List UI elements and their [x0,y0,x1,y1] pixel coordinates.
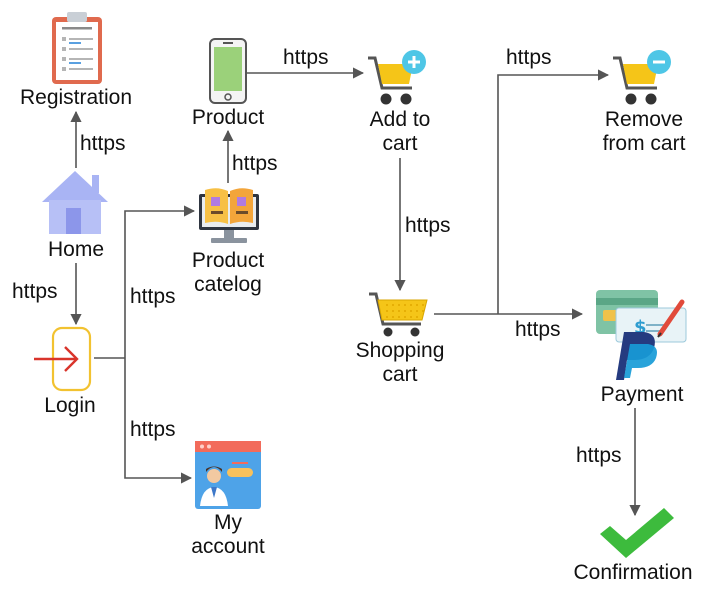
checkmark-icon [600,508,674,558]
remove-from-cart-label-line2: from cart [602,132,686,155]
cart-plus-icon [368,50,426,105]
edge-label-payment-confirmation: https [576,444,622,467]
connector-shopping-remove [497,69,610,314]
login-door-icon [34,326,92,392]
registration-label: Registration [19,86,133,109]
edge-label-shopping-remove: https [506,46,552,69]
payment-label: Payment [600,383,684,406]
edge-label-addcart-shopping: https [405,214,451,237]
product-catalog-label-line2: catelog [194,273,262,296]
product-catalog-label-line1: Product [191,249,265,272]
remove-from-cart-label-line1: Remove [604,108,684,131]
shopping-cart-icon [369,292,428,337]
remove-from-cart-label: Remove from cart [584,108,704,156]
smartphone-icon [209,38,247,104]
connector-login-account [124,358,193,484]
edge-label-home-login: https [12,280,58,303]
my-account-label: My account [178,511,278,559]
edge-label-catalog-product: https [232,152,278,175]
shopping-cart-label-line1: Shopping [355,339,445,362]
my-account-label-line2: account [191,535,265,558]
add-to-cart-label: Add to cart [345,108,455,156]
edge-label-product-addcart: https [283,46,329,69]
shopping-cart-label: Shopping cart [340,339,460,387]
product-label: Product [191,106,265,129]
my-account-label-line1: My [214,511,242,534]
home-label: Home [47,238,105,261]
add-to-cart-label-line1: Add to [369,108,431,131]
add-to-cart-label-line2: cart [382,132,418,155]
monitor-book-icon [199,188,259,243]
edge-label-login-account: https [130,418,176,441]
clipboard-icon [52,12,102,84]
edge-label-home-registration: https [80,132,126,155]
house-icon [42,171,108,234]
profile-card-icon [195,441,261,509]
cart-minus-icon [613,50,671,105]
login-label: Login [44,394,96,417]
product-catalog-label: Product catelog [168,249,288,297]
edge-label-login-catalog: https [130,285,176,308]
edge-label-shopping-payment: https [515,318,561,341]
shopping-cart-label-line2: cart [382,363,418,386]
confirmation-label: Confirmation [573,561,693,584]
card-paypal-icon: $ [596,290,687,380]
connector-login-catalog [124,205,196,358]
